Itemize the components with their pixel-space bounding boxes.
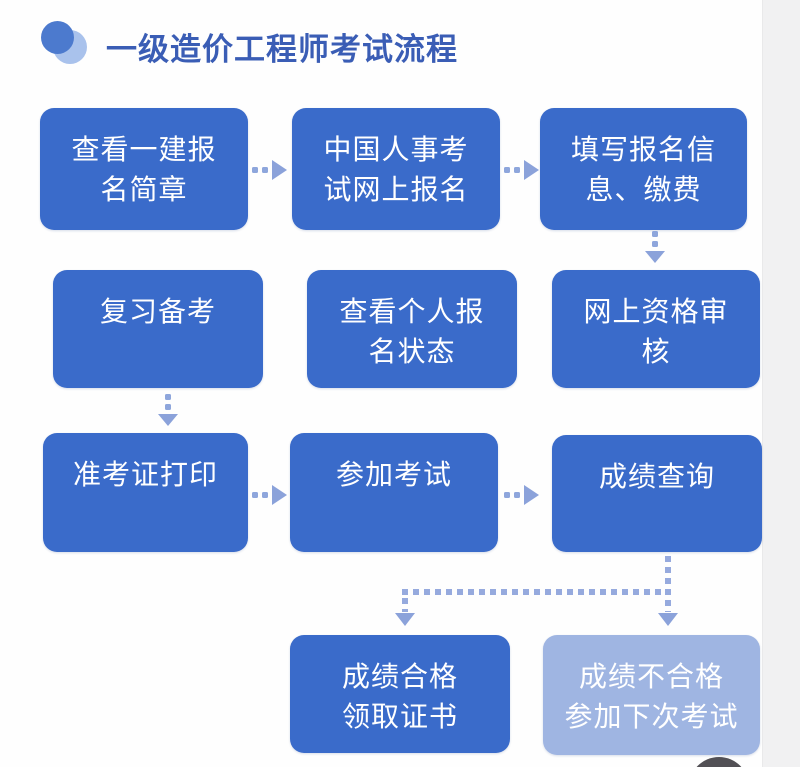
node-fill-info-pay: 填写报名信 息、缴费 — [540, 108, 747, 230]
node-print-admission-ticket: 准考证打印 — [43, 433, 248, 552]
overlapping-dots-icon — [41, 21, 74, 54]
node-check-exam-notice: 查看一建报 名简章 — [40, 108, 248, 230]
node-pass-get-certificate: 成绩合格 领取证书 — [290, 635, 510, 753]
arrow-down-icon — [158, 394, 178, 426]
node-take-exam: 参加考试 — [290, 433, 498, 552]
page-title: 一级造价工程师考试流程 — [106, 32, 458, 67]
page-gutter — [762, 0, 800, 767]
arrow-right-icon — [504, 485, 539, 505]
arrow-down-icon — [658, 613, 678, 626]
node-fail-retake: 成绩不合格 参加下次考试 — [543, 635, 760, 755]
arrow-right-icon — [252, 160, 287, 180]
node-check-registration-status: 查看个人报 名状态 — [307, 270, 517, 388]
node-score-inquiry: 成绩查询 — [552, 435, 762, 552]
node-online-registration: 中国人事考 试网上报名 — [292, 108, 500, 230]
arrow-down-icon — [645, 231, 665, 263]
node-online-qualification-review: 网上资格审 核 — [552, 270, 760, 388]
arrow-right-icon — [504, 160, 539, 180]
arrow-down-icon — [395, 613, 415, 626]
connector-line-vertical — [402, 598, 408, 612]
connector-line-horizontal — [402, 589, 671, 595]
arrow-right-icon — [252, 485, 287, 505]
floating-button[interactable] — [689, 757, 749, 767]
node-review-prepare: 复习备考 — [53, 270, 263, 388]
page-header: 一级造价工程师考试流程 — [0, 0, 760, 80]
connector-line-vertical — [665, 556, 671, 612]
